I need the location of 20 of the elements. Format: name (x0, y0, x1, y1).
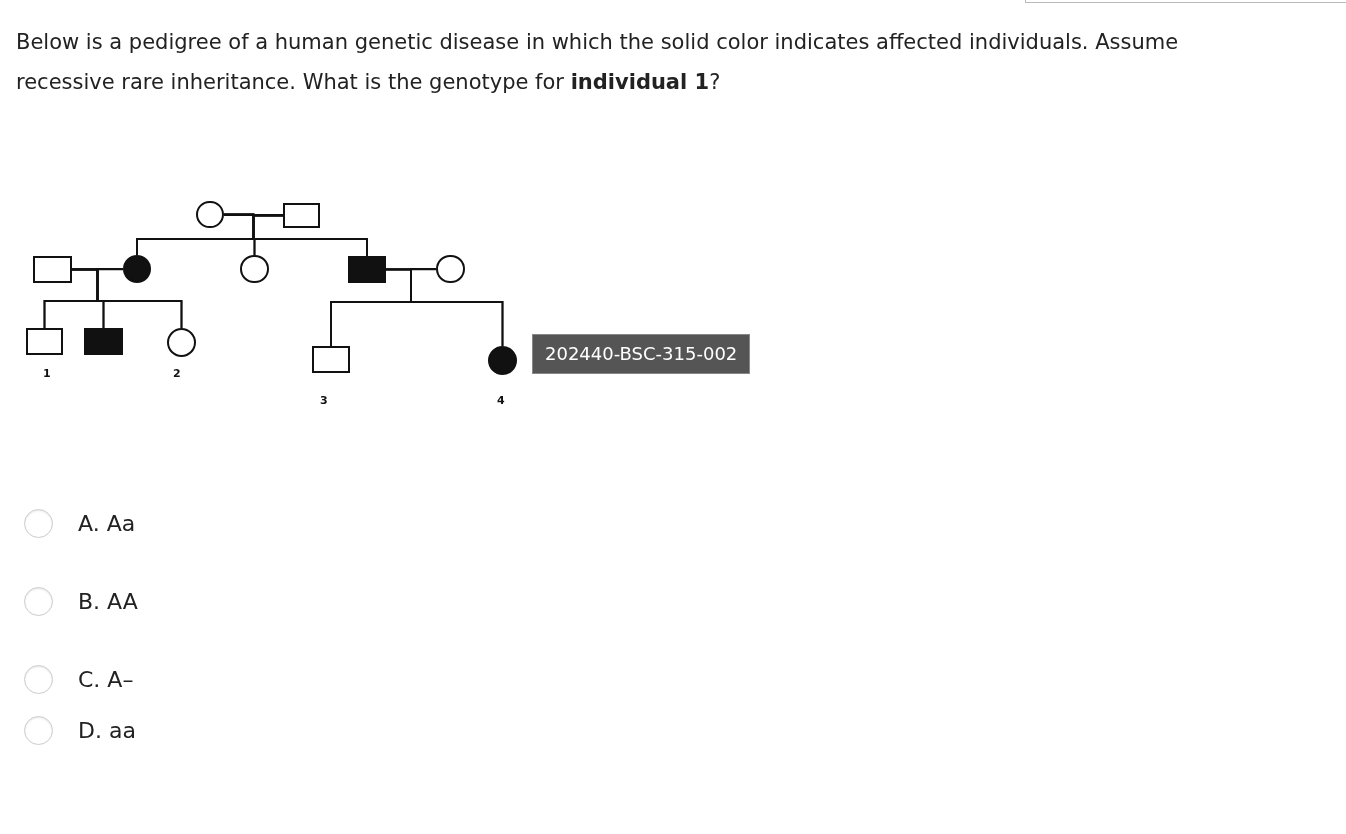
affected-male-square (84, 328, 123, 355)
affected-male-square (348, 256, 386, 283)
question-text: Below is a pedigree of a human genetic disease in which the solid color indicates affected individuals. Assume recessive rare inheritance. What is the genotype for individual 1? (16, 29, 1180, 96)
individual-number: 3 (320, 395, 328, 406)
individual-number: 1 (43, 368, 51, 379)
pedigree-line (252, 214, 368, 257)
image-tooltip: 202440-BSC-315-002 (532, 334, 751, 374)
pedigree-line (96, 268, 183, 329)
answer-option: D. aa (78, 714, 136, 747)
male-square (312, 346, 350, 373)
pedigree-line (410, 268, 504, 347)
answer-option: A. Aa (78, 507, 136, 540)
individual-number: 4 (497, 395, 505, 406)
male-square (26, 328, 63, 355)
answer-option: C. A– (78, 663, 134, 696)
pedigree-line (223, 214, 284, 216)
individual-number: 2 (173, 368, 181, 379)
male-square (283, 203, 320, 228)
male-square (33, 256, 72, 283)
answer-option: B. AA (78, 585, 138, 618)
